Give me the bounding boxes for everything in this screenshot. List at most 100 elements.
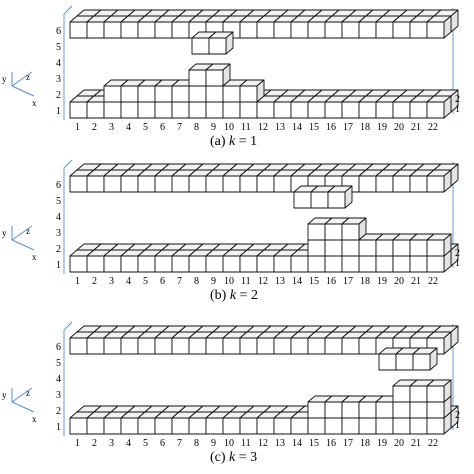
caption-var: k [230, 288, 237, 303]
x-tick-label: 12 [258, 276, 268, 287]
caption-suffix: = 3 [235, 450, 257, 465]
x-tick-label: 11 [241, 276, 251, 287]
x-tick-label: 2 [92, 438, 97, 449]
axis-triad: xzy [2, 71, 37, 108]
x-tick-label: 19 [377, 438, 387, 449]
x-tick-label: 2 [92, 122, 97, 133]
x-tick-label: 16 [326, 276, 336, 287]
x-tick-label: 4 [126, 122, 131, 133]
x-tick-label: 10 [224, 122, 234, 133]
y-tick-label: 2 [56, 90, 61, 101]
depth-tick-label: 2 [455, 410, 460, 421]
y-tick-label: 1 [56, 422, 61, 433]
axis-triad: xzy [2, 225, 37, 262]
frame-left [63, 159, 73, 274]
x-tick-label: 16 [326, 122, 336, 133]
y-tick-label: 4 [56, 58, 61, 69]
x-tick-label: 17 [343, 276, 353, 287]
y-tick-label: 5 [56, 42, 61, 53]
cube-bottom [426, 233, 452, 257]
x-tick-label: 13 [275, 122, 285, 133]
cube-bump [327, 185, 353, 209]
panel-caption: (c) k = 3 [210, 450, 257, 465]
x-tick-label: 13 [275, 438, 285, 449]
x-tick-label: 3 [109, 276, 114, 287]
x-tick-label: 12 [258, 122, 268, 133]
x-tick-label: 22 [428, 122, 438, 133]
x-tick-label: 16 [326, 438, 336, 449]
x-tick-label: 5 [143, 276, 148, 287]
x-tick-label: 9 [211, 438, 216, 449]
caption-var: k [229, 134, 236, 149]
x-tick-label: 14 [292, 276, 302, 287]
x-tick-label: 4 [126, 438, 131, 449]
x-tick-label: 18 [360, 122, 370, 133]
x-tick-label: 10 [224, 438, 234, 449]
cube-bottom [205, 63, 231, 87]
cube-top [426, 169, 452, 193]
caption-prefix: (a) [210, 134, 229, 149]
x-tick-label: 3 [109, 122, 114, 133]
cube-bottom [120, 79, 146, 103]
depth-tick-label: 1 [455, 258, 460, 269]
x-tick-label: 2 [92, 276, 97, 287]
x-tick-label: 5 [143, 438, 148, 449]
x-tick-label: 6 [160, 276, 165, 287]
x-tick-label: 11 [241, 122, 251, 133]
x-tick-label: 18 [360, 438, 370, 449]
x-tick-label: 17 [343, 122, 353, 133]
x-tick-label: 10 [224, 276, 234, 287]
axis-x-label: x [32, 252, 37, 262]
x-tick-label: 6 [160, 438, 165, 449]
x-tick-label: 20 [394, 276, 404, 287]
depth-tick-label: 2 [455, 94, 460, 105]
y-tick-label: 5 [56, 196, 61, 207]
x-tick-label: 22 [428, 438, 438, 449]
caption-suffix: = 1 [235, 134, 257, 149]
x-tick-label: 9 [211, 122, 216, 133]
x-tick-label: 4 [126, 276, 131, 287]
caption-prefix: (c) [210, 450, 229, 465]
axis-x-label: x [32, 98, 37, 108]
x-tick-label: 7 [177, 276, 182, 287]
x-tick-label: 14 [292, 438, 302, 449]
x-tick-label: 22 [428, 276, 438, 287]
x-tick-label: 7 [177, 122, 182, 133]
x-tick-label: 15 [309, 122, 319, 133]
x-tick-label: 7 [177, 438, 182, 449]
y-tick-label: 6 [56, 26, 61, 37]
cube-bump [412, 347, 438, 371]
x-tick-label: 15 [309, 276, 319, 287]
frame-left [63, 321, 73, 436]
x-tick-label: 8 [194, 276, 199, 287]
axis-y-label: y [2, 228, 7, 238]
x-tick-label: 20 [394, 122, 404, 133]
x-tick-label: 11 [241, 438, 251, 449]
y-tick-label: 2 [56, 406, 61, 417]
axis-y-label: y [2, 390, 7, 400]
axis-y-label: y [2, 74, 7, 84]
y-tick-label: 3 [56, 74, 61, 85]
x-tick-label: 1 [75, 276, 80, 287]
y-tick-label: 6 [56, 342, 61, 353]
y-tick-label: 3 [56, 390, 61, 401]
caption-prefix: (b) [210, 288, 230, 303]
depth-tick-label: 1 [455, 420, 460, 431]
caption-suffix: = 2 [236, 288, 258, 303]
x-tick-label: 5 [143, 122, 148, 133]
cube-bottom [426, 379, 452, 403]
x-tick-label: 6 [160, 122, 165, 133]
y-tick-label: 4 [56, 374, 61, 385]
x-tick-label: 8 [194, 122, 199, 133]
x-tick-label: 1 [75, 122, 80, 133]
x-tick-label: 21 [411, 276, 421, 287]
axis-x-label: x [32, 414, 37, 424]
depth-tick-label: 2 [455, 248, 460, 259]
y-tick-label: 4 [56, 212, 61, 223]
x-tick-label: 20 [394, 438, 404, 449]
x-tick-label: 3 [109, 438, 114, 449]
axis-z-label: z [26, 388, 30, 398]
